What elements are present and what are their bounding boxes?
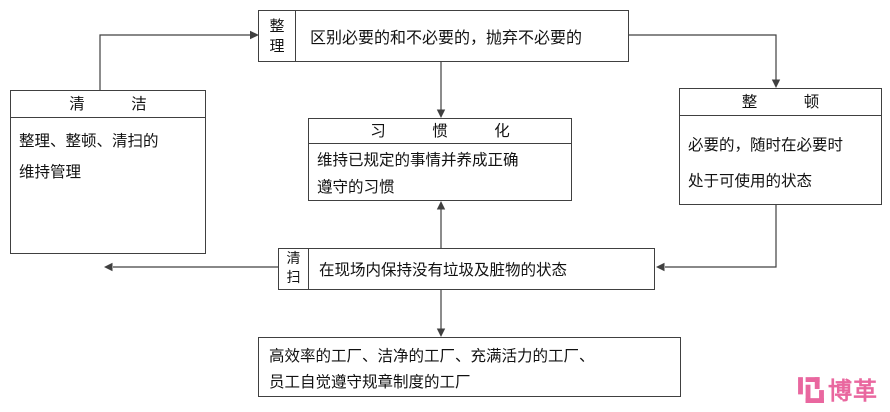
arrowhead-right [250, 30, 259, 40]
arrowhead-up [436, 201, 446, 210]
seiso-label: 清扫 [286, 251, 301, 286]
seiton-body-line2: 处于可使用的状态 [688, 172, 813, 190]
seiton-box: 整 顿 必要的，随时在必要时 处于可使用的状态 [679, 88, 882, 205]
seiketsu-body: 整理、整顿、清扫的 维持管理 [11, 118, 205, 188]
arrow-seiketsu-to-seiri [99, 34, 250, 90]
arrowhead-left [656, 262, 665, 272]
seiketsu-body-line1: 整理、整顿、清扫的 [19, 132, 159, 150]
arrowhead-down [771, 79, 781, 88]
result-line1: 高效率的工厂、洁净的工厂、充满活力的工厂、 [269, 347, 595, 365]
seiton-title: 整 顿 [680, 89, 881, 116]
seiri-box: 整理 区别必要的和不必要的，抛弃不必要的 [258, 10, 629, 62]
habit-body: 维持已规定的事情并养成正确 遵守的习惯 [309, 144, 571, 201]
boge-logo: 博革 [798, 371, 878, 406]
habit-box: 习 惯 化 维持已规定的事情并养成正确 遵守的习惯 [308, 118, 572, 201]
seiri-text: 区别必要的和不必要的，抛弃不必要的 [310, 28, 583, 47]
habit-body-line2: 遵守的习惯 [317, 178, 395, 196]
seiso-label-cell: 清扫 [279, 249, 309, 289]
seiketsu-title: 清 洁 [11, 91, 205, 118]
seiri-label: 整理 [269, 16, 285, 55]
seiton-body-line1: 必要的，随时在必要时 [688, 136, 844, 154]
seiketsu-body-line2: 维持管理 [19, 163, 82, 181]
arrowhead-down [436, 328, 446, 337]
seiso-text: 在现场内保持没有垃圾及脏物的状态 [319, 261, 568, 279]
arrow-seiri-to-seiton [629, 34, 777, 80]
seiton-body: 必要的，随时在必要时 处于可使用的状态 [680, 116, 881, 199]
seiso-box: 清扫 在现场内保持没有垃圾及脏物的状态 [278, 248, 655, 290]
habit-body-line1: 维持已规定的事情并养成正确 [317, 151, 519, 169]
boge-logo-icon [798, 376, 824, 403]
result-line2: 员工自觉遵守规章制度的工厂 [269, 373, 471, 391]
seiketsu-box: 清 洁 整理、整顿、清扫的 维持管理 [10, 90, 206, 254]
arrowhead-down [436, 109, 446, 118]
result-box: 高效率的工厂、洁净的工厂、充满活力的工厂、 员工自觉遵守规章制度的工厂 [258, 337, 681, 397]
seiri-label-cell: 整理 [259, 11, 296, 61]
habit-title: 习 惯 化 [309, 119, 571, 144]
arrowhead-left [104, 262, 113, 272]
arrow-seiton-to-seiso [665, 205, 777, 268]
boge-logo-text: 博革 [828, 377, 878, 405]
